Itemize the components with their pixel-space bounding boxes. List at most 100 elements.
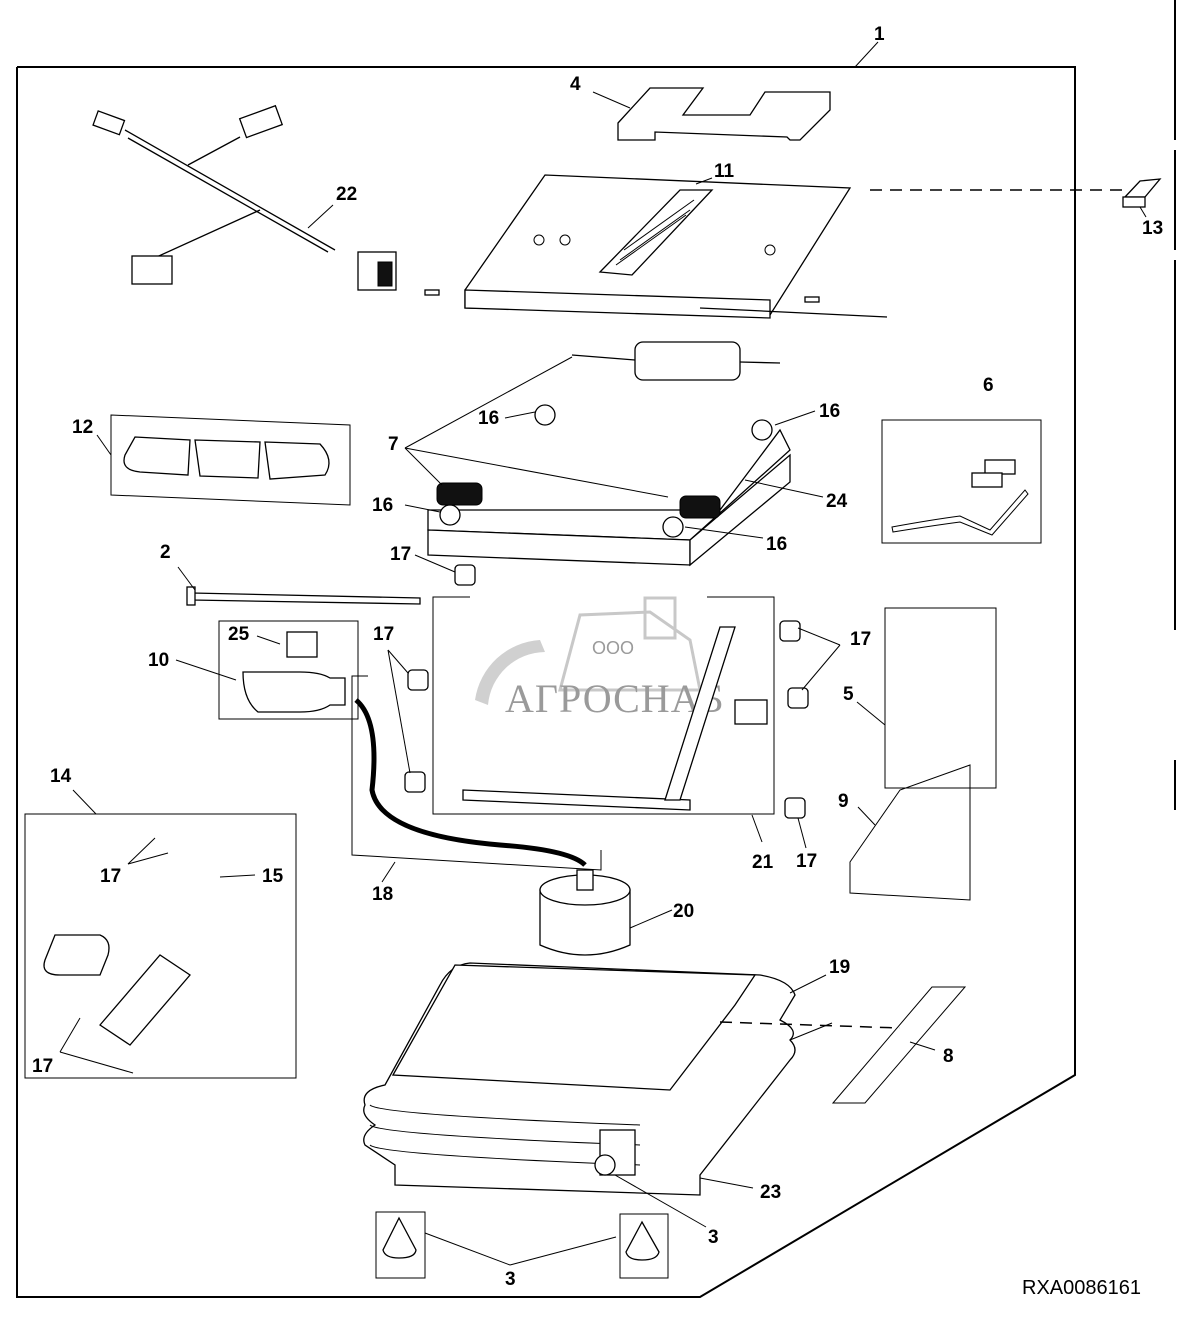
leader-line [387,649,411,774]
callout-11: 11 [714,161,735,182]
callout-17-e: 17 [100,866,121,887]
leader-line [592,91,631,109]
leader-line [801,644,841,691]
bushings [404,564,809,819]
leader-line [797,627,841,646]
leader-line [127,852,169,865]
leader-lines [59,41,1147,1266]
leader-line [404,504,441,513]
leader-line [797,817,807,849]
leader-line [699,1177,754,1189]
leader-line [774,410,816,426]
lower-frame [427,404,791,567]
leader-line [387,649,409,674]
callout-17-c: 17 [850,629,871,650]
callout-12: 12 [72,417,93,438]
leader-line [1139,206,1147,218]
callout-3-bumpers: 3 [505,1269,516,1290]
callout-2: 2 [160,542,171,563]
callouts: 1 2 3 3 4 5 6 7 8 9 10 11 12 13 14 15 16… [32,24,1163,1290]
callout-10: 10 [148,650,169,671]
document-id: RXA0086161 [1022,1277,1141,1299]
callout-16-b: 16 [819,401,840,422]
leader-line [857,806,876,826]
callout-17-f: 17 [32,1056,53,1077]
callout-5: 5 [843,684,854,705]
callout-7: 7 [388,434,399,455]
leader-line [59,1017,81,1053]
bellows-base [363,962,901,1196]
callout-16-d: 16 [766,534,787,555]
leader-line [404,356,573,449]
leader-line [177,566,196,591]
callout-4: 4 [570,74,581,95]
leader-line [219,874,256,878]
handle-kit [110,414,351,506]
callout-24: 24 [826,491,848,512]
callout-17-b: 17 [373,624,394,645]
callout-23: 23 [760,1182,781,1203]
callout-18: 18 [372,884,393,905]
air-spring [539,869,631,956]
callout-22: 22 [336,184,357,205]
callout-17-d: 17 [796,851,817,872]
callout-25: 25 [228,624,250,645]
watermark-prefix: ООО [592,638,634,658]
leader-line [854,41,879,68]
leader-line [789,974,827,994]
leader-line [629,909,673,929]
damper-and-springs [571,341,781,381]
shock-absorber-kit [849,764,971,901]
leader-line [504,411,536,419]
upper-frame [424,174,888,319]
leader-line [381,861,396,883]
cover-plate [617,87,831,141]
callout-16-a: 16 [478,408,499,429]
callout-15: 15 [262,866,284,887]
leader-line [127,837,156,865]
watermark: ООО АГРОСНАБ [475,596,725,721]
callout-20: 20 [673,901,694,922]
leader-line [96,434,112,456]
callout-3-knob: 3 [708,1227,719,1248]
damper-kit [24,813,297,1079]
leader-line [789,1022,833,1041]
leader-line [695,177,713,185]
callout-8: 8 [943,1046,954,1067]
leader-line [744,479,824,498]
leader-line [404,447,443,486]
bumper-left [375,1211,426,1279]
leader-line [414,554,456,573]
callout-6: 6 [983,375,994,396]
leader-line [256,635,281,645]
wiring-harness [92,104,397,291]
leader-line [307,204,334,229]
leader-line [614,1174,707,1228]
leader-line [404,447,669,498]
callout-1: 1 [874,24,885,45]
watermark-name: АГРОСНАБ [505,676,725,721]
leader-line [751,814,763,843]
screw-strip [831,986,967,1104]
leader-line [424,1232,511,1266]
callout-9: 9 [838,791,849,812]
callout-14: 14 [50,766,72,787]
leader-line [684,526,764,539]
callout-17-a: 17 [390,544,411,565]
assembly-frame [16,0,1176,1298]
callout-21: 21 [752,852,774,873]
air-hose [351,675,602,871]
leader-line [509,1236,617,1266]
leader-line [909,1041,936,1051]
lever-kit [881,419,1042,544]
compressor-kit [218,620,359,720]
callout-13: 13 [1142,218,1163,239]
scissor-linkage [432,596,775,815]
leader-line [175,659,237,681]
callout-19: 19 [829,957,850,978]
clip [1122,178,1162,208]
rod [186,586,421,606]
callout-16-c: 16 [372,495,393,516]
bumper-right [619,1213,669,1279]
